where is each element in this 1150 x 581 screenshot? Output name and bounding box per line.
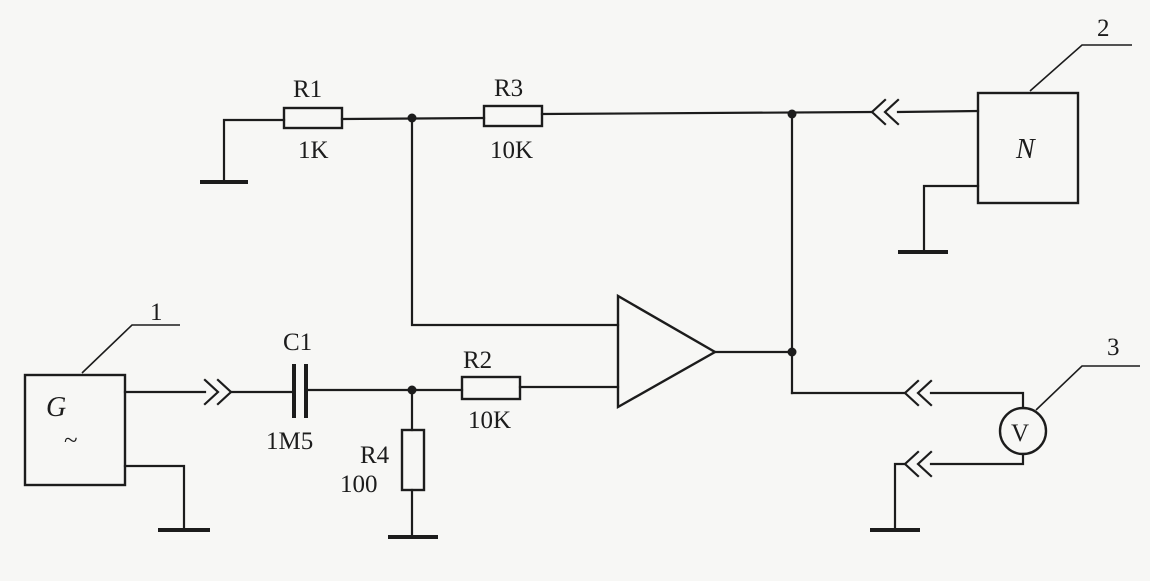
wire-connector-n [896, 109, 980, 114]
callout-1: 1 [150, 299, 163, 326]
wire-v-ground [893, 462, 907, 532]
generator-symbol: G [46, 392, 66, 423]
callout-2: 2 [1097, 15, 1110, 42]
resistor-r4 [400, 428, 426, 492]
wire-r3-n [540, 110, 874, 116]
r3-value: 10K [490, 137, 533, 164]
wire-voltmeter-bottom [929, 452, 1025, 466]
r1-value: 1K [298, 137, 329, 164]
r1-ref: R1 [293, 76, 322, 103]
node-c1-r2-r4 [407, 385, 417, 395]
connector-v-bottom-1 [903, 450, 920, 478]
c1-ref: C1 [283, 329, 312, 356]
callout-line-2 [1029, 44, 1132, 92]
r3-ref: R3 [494, 75, 523, 102]
callout-3: 3 [1107, 334, 1120, 361]
connector-v-top-1 [903, 379, 920, 407]
opamp-triangle [616, 293, 718, 410]
connector-n-1 [870, 98, 887, 126]
connector-gen-out-2 [216, 378, 233, 406]
wire-connector-v-top [929, 391, 1025, 410]
callout-line-1 [81, 324, 180, 374]
node-opamp-out [787, 347, 797, 357]
voltmeter-symbol: V [1011, 420, 1029, 447]
connector-v-bottom-2 [916, 450, 933, 478]
connector-n-2 [883, 98, 900, 126]
c1-value: 1M5 [266, 428, 313, 455]
r4-value: 100 [340, 471, 378, 498]
callout-line-3 [1035, 365, 1140, 411]
wire-feedback [410, 116, 620, 327]
n-block: N 2 [976, 15, 1132, 205]
resistor-r3 [482, 104, 544, 128]
wire-gen-ground [123, 464, 186, 532]
generator-block: G ~ 1 [23, 299, 180, 487]
resistor-r1 [282, 106, 344, 130]
generator-box [23, 373, 127, 487]
connector-v-top-2 [916, 379, 933, 407]
generator-tilde: ~ [64, 427, 78, 454]
wire-n-ground [922, 184, 980, 254]
connector-gen-out-1 [203, 378, 220, 406]
wire-ground-r1 [222, 118, 286, 184]
node-r3-bus [787, 109, 797, 119]
capacitor-c1: C1 1M5 [266, 329, 313, 455]
voltmeter: V 3 [998, 334, 1140, 456]
r4-ref: R4 [360, 442, 390, 469]
resistor-r2 [460, 375, 522, 401]
r2-value: 10K [468, 407, 511, 434]
n-symbol: N [1015, 134, 1036, 165]
n-box [976, 91, 1080, 205]
r2-ref: R2 [463, 347, 492, 374]
